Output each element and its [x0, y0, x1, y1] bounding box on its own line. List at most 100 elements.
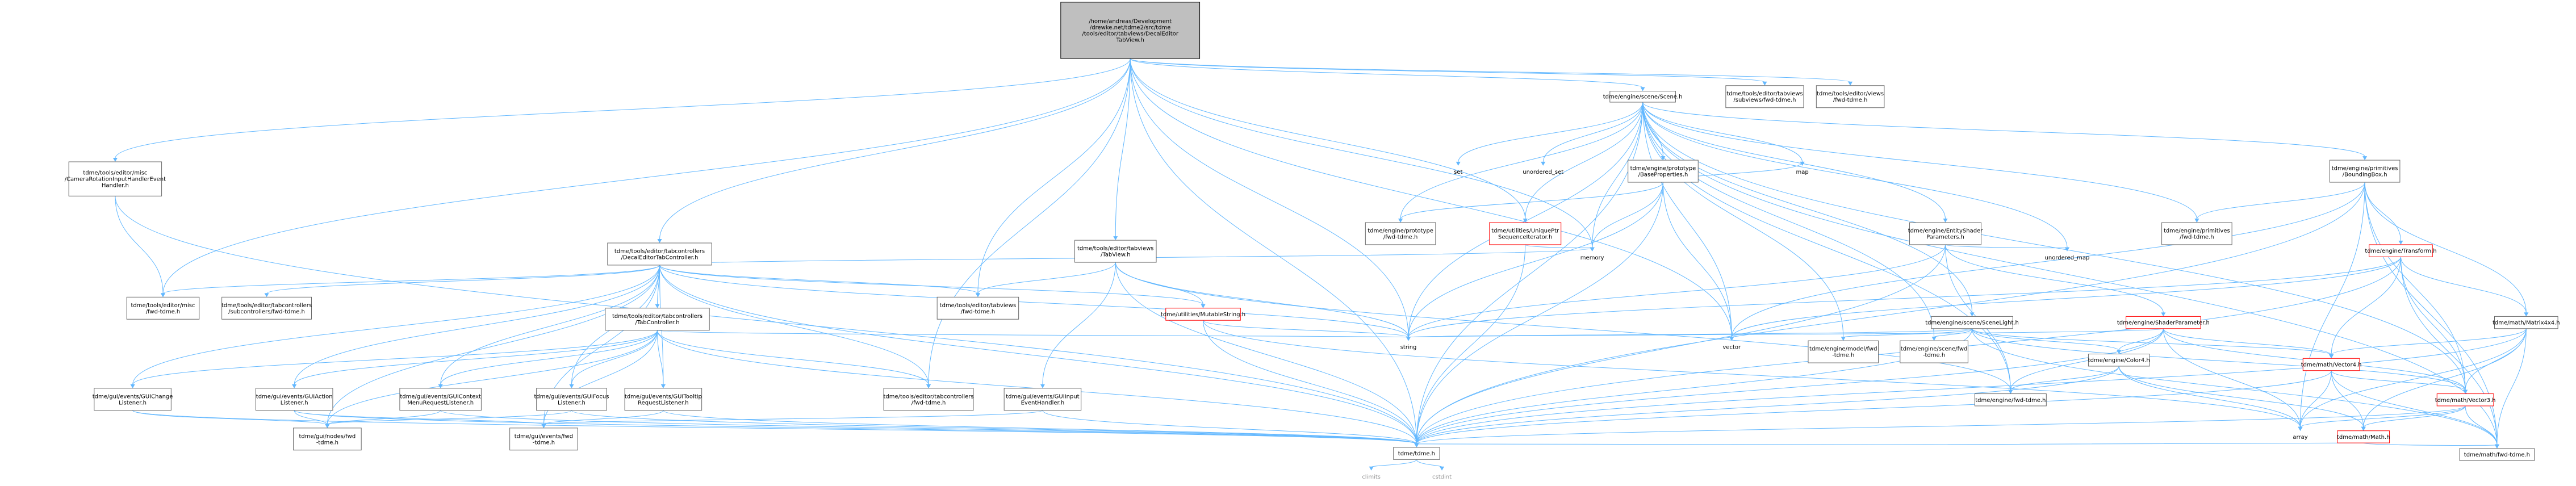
edge-root-to-tv: [1115, 58, 1131, 237]
arrowhead-scene-to-sl: [1969, 312, 1975, 317]
node-dtc[interactable]: tdme/tools/editor/tabcontrollers/DecalEd…: [607, 242, 712, 266]
node-miscfwd[interactable]: tdme/tools/editor/misc/fwd-tdme.h: [126, 296, 200, 320]
node-label-subv-1: /subviews/fwd-tdme.h: [1733, 97, 1796, 103]
node-label-esp-0: tdme/engine/EntityShader: [1908, 228, 1984, 234]
node-m44[interactable]: tdme/math/Matrix4x4.h: [2493, 316, 2560, 329]
node-box-color4: [2088, 354, 2150, 367]
node-label-esp-1: Parameters.h: [1926, 234, 1964, 240]
node-box-subv: [1725, 85, 1804, 108]
node-tcb[interactable]: tdme/tools/editor/tabcontrollers/TabCont…: [605, 308, 710, 331]
node-v3[interactable]: tdme/math/Vector3.h: [2435, 393, 2496, 407]
arrowhead-tv-to-tvfwd: [975, 293, 980, 298]
edge-bb-to-primfwd: [2196, 182, 2365, 220]
node-root[interactable]: /home/andreas/Development/drewke.net/tdm…: [1060, 2, 1201, 59]
edge-dtc-to-ms: [659, 265, 1204, 305]
node-gtr[interactable]: tdme/gui/events/GUITooltipRequestListene…: [624, 388, 702, 411]
node-tcfwd[interactable]: tdme/tools/editor/tabcontrollers/fwd-tdm…: [883, 388, 974, 411]
node-label-gcm-0: tdme/gui/events/GUIContext: [400, 393, 481, 400]
edge-scene-to-bb: [1642, 102, 2365, 157]
node-enginefwd[interactable]: tdme/engine/fwd-tdme.h: [1974, 393, 2047, 407]
edge-uptr-to-tdmeh: [1416, 244, 1526, 444]
node-memory: memory: [1580, 255, 1604, 261]
node-transform[interactable]: tdme/engine/Transform.h: [2365, 244, 2437, 257]
edge-scene-to-protofwd: [1400, 102, 1644, 220]
node-label-primfwd-0: tdme/engine/primitives: [2164, 228, 2230, 234]
node-sl[interactable]: tdme/engine/scene/SceneLight.h: [1925, 316, 2019, 329]
node-box-bp: [1628, 160, 1699, 183]
edge-mathh-to-mathfwd: [2363, 442, 2498, 446]
node-tvfwd[interactable]: tdme/tools/editor/tabviews/fwd-tdme.h: [936, 296, 1019, 320]
node-primfwd[interactable]: tdme/engine/primitives/fwd-tdme.h: [2161, 222, 2232, 245]
arrowhead-root-to-cam: [112, 158, 118, 162]
node-box-tv: [1074, 240, 1157, 263]
node-gevents[interactable]: tdme/gui/events/fwd-tdme.h: [509, 428, 578, 451]
node-label-string-0: string: [1400, 344, 1417, 350]
edge-root-to-cam: [115, 58, 1131, 159]
node-modelfwd[interactable]: tdme/engine/model/fwd-tdme.h: [1808, 340, 1879, 363]
node-color4[interactable]: tdme/engine/Color4.h: [2088, 354, 2150, 367]
edge-gie-to-tdmeh: [1042, 410, 1417, 445]
node-bb[interactable]: tdme/engine/primitives/BoundingBox.h: [2329, 160, 2401, 183]
node-uset: unordered_set: [1523, 169, 1563, 175]
node-gnodes[interactable]: tdme/gui/nodes/fwd-tdme.h: [293, 428, 362, 451]
arrowhead-root-to-views: [1848, 81, 1853, 86]
arrowhead-mathh-to-tdmeh: [1414, 443, 1419, 447]
node-v4[interactable]: tdme/math/Vector4.h: [2301, 358, 2362, 371]
edge-bp-to-vector: [1662, 182, 1732, 338]
node-ms[interactable]: tdme/utilities/MutableString.h: [1161, 308, 1245, 321]
node-shp[interactable]: tdme/engine/ShaderParameter.h: [2117, 316, 2210, 329]
node-umap: unordered_map: [2045, 255, 2090, 261]
arrowhead-gie-to-gevents: [541, 424, 546, 428]
edge-root-to-dtc: [659, 58, 1131, 240]
node-bp[interactable]: tdme/engine/prototype/BaseProperties.h: [1628, 160, 1699, 183]
node-cam[interactable]: tdme/tools/editor/misc/CameraRotationInp…: [65, 161, 166, 196]
node-box-primfwd: [2161, 222, 2232, 245]
node-mathfwd[interactable]: tdme/math/fwd-tdme.h: [2459, 448, 2535, 461]
node-box-mathh: [2337, 430, 2390, 443]
node-label-map-0: map: [1796, 169, 1808, 175]
edge-bp-to-memory: [1592, 182, 1663, 248]
node-tv[interactable]: tdme/tools/editor/tabviews/TabView.h: [1074, 240, 1157, 263]
edge-scene-to-sl: [1642, 102, 1973, 313]
edge-gcl-to-tdmeh: [132, 410, 1417, 445]
edge-v4-to-v3: [2331, 370, 2466, 391]
node-protofwd[interactable]: tdme/engine/prototype/fwd-tdme.h: [1365, 222, 1436, 245]
node-label-transform-0: tdme/engine/Transform.h: [2365, 248, 2436, 254]
node-subv[interactable]: tdme/tools/editor/tabviews/subviews/fwd-…: [1725, 85, 1804, 108]
node-subcfwd[interactable]: tdme/tools/editor/tabcontrollers/subcont…: [221, 296, 312, 320]
edge-scene-to-uset: [1542, 102, 1644, 162]
node-label-set-0: set: [1454, 169, 1462, 175]
edge-root-to-vector: [1130, 58, 1732, 338]
node-box-esp: [1909, 222, 1981, 245]
edge-scene-to-modelfwd: [1642, 102, 1844, 338]
node-label-umap-0: unordered_map: [2045, 255, 2090, 261]
node-uptr[interactable]: tdme/utilities/UniquePtrSequenceIterator…: [1489, 222, 1562, 245]
edge-gie-to-gevents: [543, 410, 1043, 425]
node-tdmeh[interactable]: tdme/tdme.h: [1393, 447, 1440, 460]
arrowhead-tv-to-ms: [1201, 304, 1206, 308]
arrowhead-scene-to-uptr: [1523, 219, 1528, 223]
node-label-tcfwd-1: /fwd-tdme.h: [911, 400, 946, 406]
node-scenefwd[interactable]: tdme/engine/scene/fwd-tdme.h: [1900, 340, 1968, 363]
edge-bb-to-vector: [1731, 182, 2365, 338]
node-label-tcb-0: tdme/tools/editor/tabcontrollers: [612, 313, 702, 320]
node-label-gcl-0: tdme/gui/events/GUIChange: [93, 393, 173, 400]
edge-root-to-tdmeh: [1130, 58, 1417, 444]
edge-dtc-to-string: [659, 265, 1409, 338]
edge-v3-to-mathh: [2363, 405, 2466, 428]
node-views[interactable]: tdme/tools/editor/views/fwd-tdme.h: [1816, 85, 1885, 108]
arrowhead-root-to-subv: [1762, 81, 1767, 86]
edge-dtc-to-gcl: [132, 265, 660, 385]
arrowhead-tcb-to-gcl: [130, 384, 135, 388]
edge-tv-to-tvfwd: [977, 262, 1116, 294]
node-mathh[interactable]: tdme/math/Math.h: [2337, 430, 2390, 443]
node-gcm[interactable]: tdme/gui/events/GUIContextMenuRequestLis…: [399, 388, 482, 411]
node-scene[interactable]: tdme/engine/scene/Scene.h: [1603, 91, 1683, 103]
edge-scene-to-set: [1458, 102, 1644, 162]
node-box-tdmeh: [1393, 447, 1440, 460]
